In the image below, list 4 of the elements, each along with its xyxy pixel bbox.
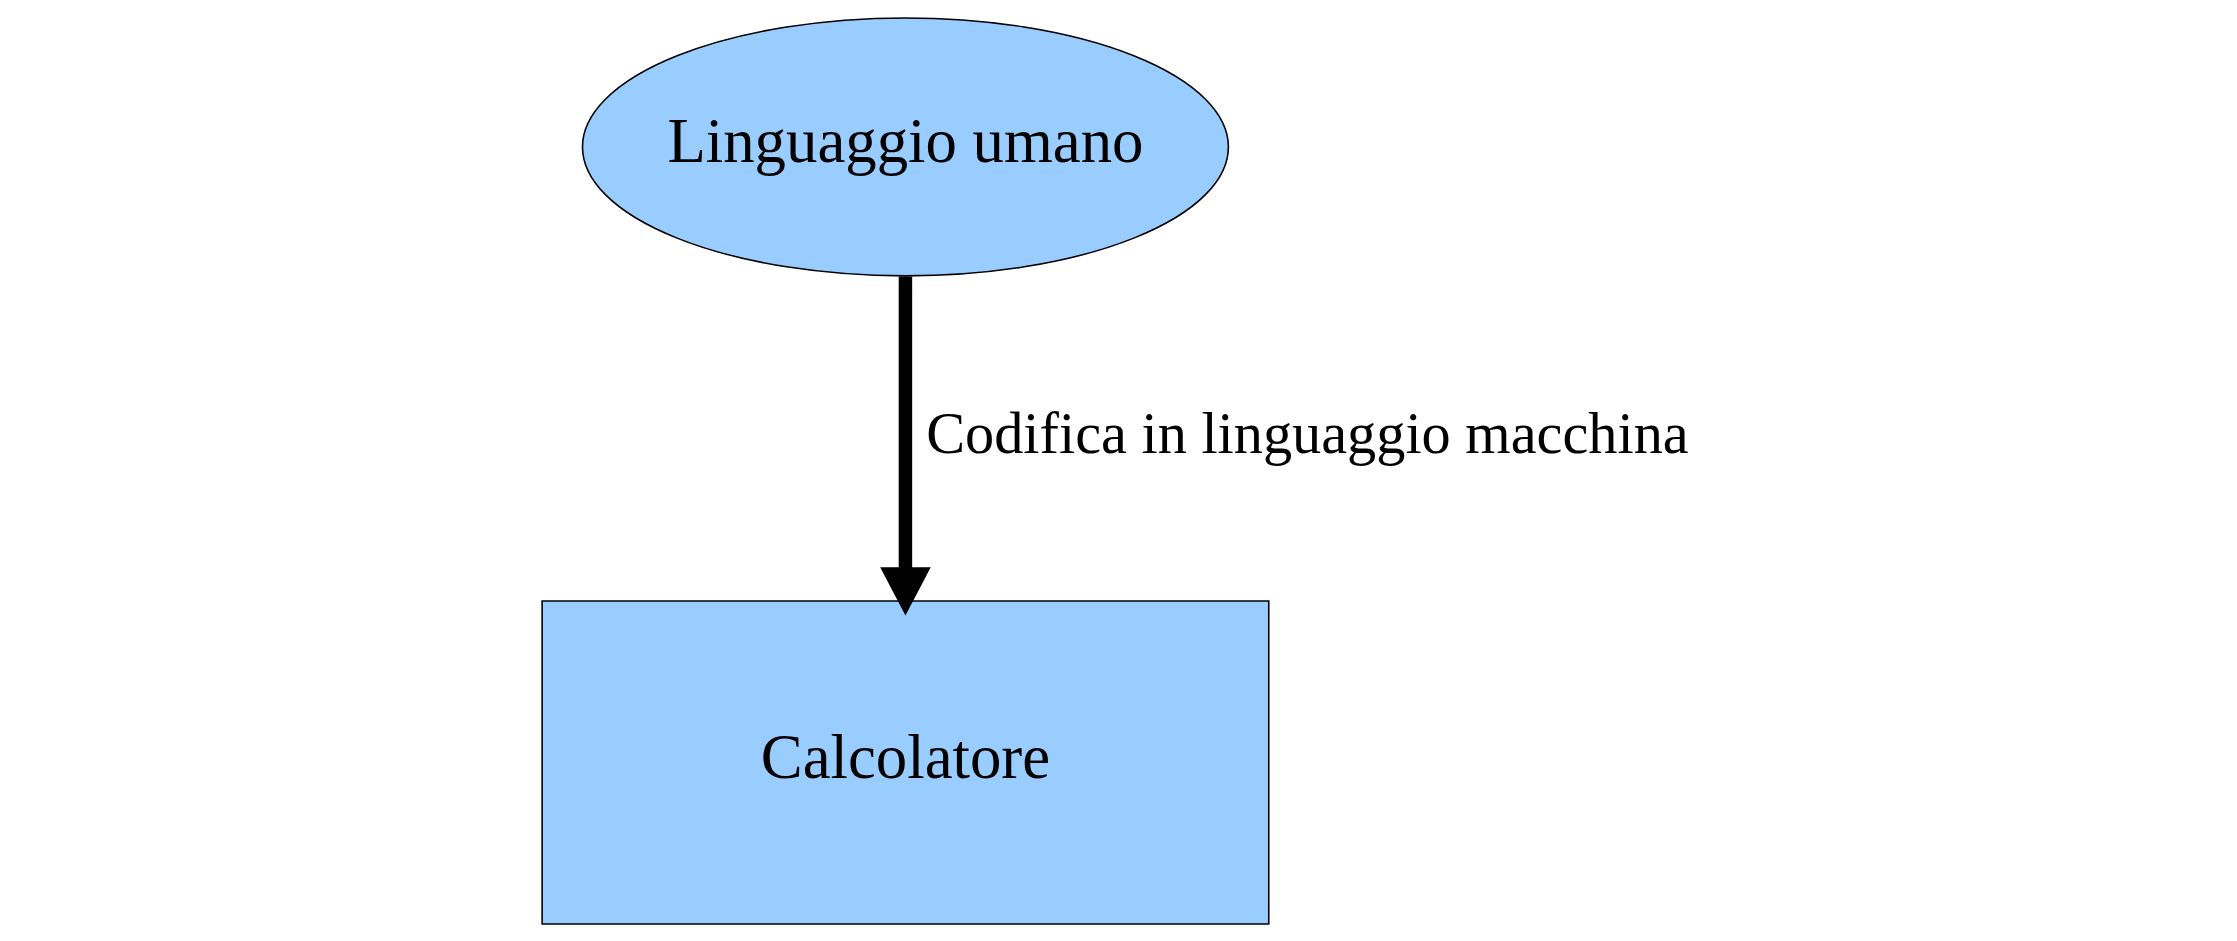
- arrow: [880, 276, 931, 615]
- edge-label: Codifica in linguaggio macchina: [926, 400, 1689, 466]
- node-ellipse: Linguaggio umano: [581, 16, 1230, 277]
- node-box: Calcolatore: [541, 599, 1270, 925]
